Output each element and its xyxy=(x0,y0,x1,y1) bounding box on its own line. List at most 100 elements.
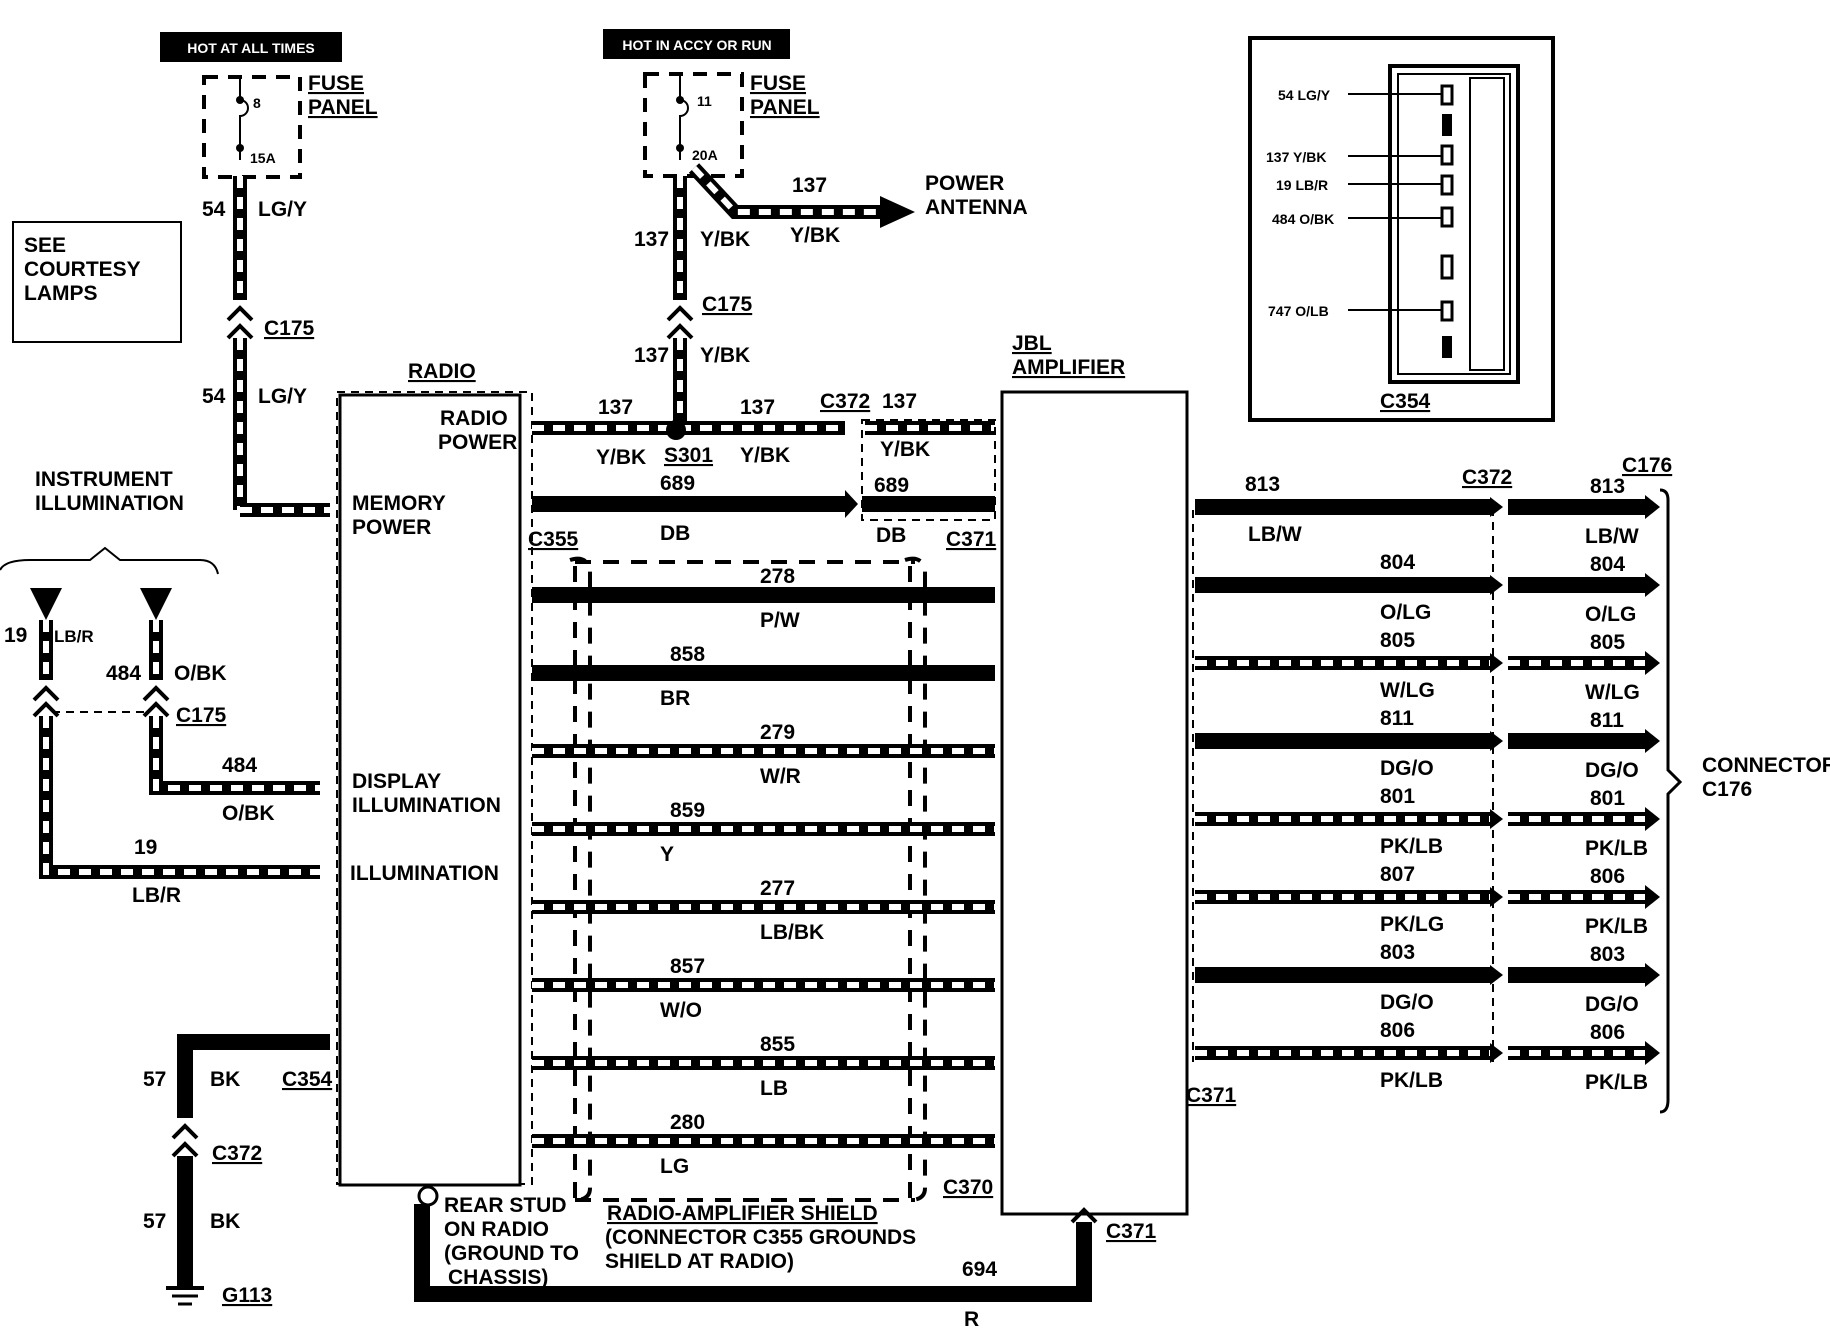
memory-power-1: MEMORY xyxy=(352,492,446,515)
speaker-wire-bundle: 278P/W858BR279W/R859Y277LB/BK857W/O855LB… xyxy=(532,556,995,1202)
illum-arrow-19 xyxy=(30,588,62,620)
fuse-8-group: HOT AT ALL TIMES 8 15A FUSE PANEL xyxy=(160,32,378,179)
speaker-wire-color: W/O xyxy=(660,999,702,1022)
wire-694: 694 R C371 REAR STUD ON RADIO (GROUND TO… xyxy=(414,1185,1157,1328)
hot-in-accy-banner xyxy=(603,29,790,59)
output-wire-color-right: LB/W xyxy=(1585,525,1639,548)
output-wire-color-left: PK/LB xyxy=(1380,835,1443,858)
fuse-8-box xyxy=(202,75,302,179)
w137-num-b: 137 xyxy=(792,174,827,197)
speaker-wire-number: 277 xyxy=(760,877,795,900)
output-wire-color-right: DG/O xyxy=(1585,993,1639,1016)
c372-b: C372 xyxy=(1462,466,1512,489)
w54-number-2: 54 xyxy=(202,385,226,408)
wire-57: 57 BK C354 C372 57 BK G113 xyxy=(143,1034,333,1307)
c176-arrow xyxy=(1645,651,1660,675)
w137-col-b: Y/BK xyxy=(790,224,840,247)
rear-stud-4: CHASSIS) xyxy=(448,1266,548,1289)
inset-pin-5: 747 O/LB xyxy=(1268,303,1329,319)
w54-number: 54 xyxy=(202,198,226,221)
wire-137-vertical: 137 Y/BK 137 Y/BK POWER ANTENNA C175 137… xyxy=(634,163,1028,430)
output-wire-number-left: 813 xyxy=(1245,473,1280,496)
splice-s301 xyxy=(666,420,686,440)
c176-bracket xyxy=(1659,488,1683,1114)
fuse-8-number: 8 xyxy=(253,95,261,111)
w19-num-b: 19 xyxy=(134,836,157,859)
rear-stud-icon xyxy=(417,1185,439,1207)
speaker-wire-color: P/W xyxy=(760,609,800,632)
w54-color: LG/Y xyxy=(258,198,307,221)
c355: C355 xyxy=(528,528,579,551)
w137-col-e: Y/BK xyxy=(740,444,790,467)
c371-b: C371 xyxy=(1186,1084,1237,1107)
w484-col-b: O/BK xyxy=(222,802,275,825)
fuse-11-amp: 20A xyxy=(692,147,718,163)
w137-num-e: 137 xyxy=(740,396,775,419)
fuse-panel-1-line2: PANEL xyxy=(308,96,378,119)
illum-arrow-484 xyxy=(140,588,172,620)
output-wire-number-right: 806 xyxy=(1590,1021,1625,1044)
output-wire-color-left: W/LG xyxy=(1380,679,1435,702)
c176-arrow xyxy=(1645,1041,1660,1065)
w19-num: 19 xyxy=(4,624,27,647)
speaker-wire-color: BR xyxy=(660,687,690,710)
speaker-wire-number: 855 xyxy=(760,1033,795,1056)
db-b: DB xyxy=(876,524,906,547)
w137-num-g: 137 xyxy=(882,390,917,413)
instrument-bracket xyxy=(0,546,219,575)
wire-19: 19 LB/R 19 LB/R xyxy=(4,620,320,907)
speaker-wire-color: LB/BK xyxy=(760,921,824,944)
speaker-wire-number: 278 xyxy=(760,565,795,588)
inset-pin-2: 137 Y/BK xyxy=(1266,149,1326,165)
output-wire-color-left: DG/O xyxy=(1380,757,1434,780)
g113: G113 xyxy=(222,1284,272,1307)
instrument-illum-1: INSTRUMENT xyxy=(35,468,173,491)
instrument-illum-2: ILLUMINATION xyxy=(35,492,184,515)
w19-col: LB/R xyxy=(54,627,94,646)
c176: C176 xyxy=(1622,454,1672,477)
output-wire-number-right: 805 xyxy=(1590,631,1625,654)
inset-pin-4: 484 O/BK xyxy=(1272,211,1334,227)
db-a: DB xyxy=(660,522,690,545)
output-wire-color-right: DG/O xyxy=(1585,759,1639,782)
output-wire-color-left: LB/W xyxy=(1248,523,1302,546)
c176-arrow xyxy=(1645,573,1660,597)
c176-arrow xyxy=(1645,807,1660,831)
output-wire-number-right: 806 xyxy=(1590,865,1625,888)
c371-c: C371 xyxy=(1106,1220,1157,1243)
output-wires: 813LB/W813LB/W804O/LG804O/LG805W/LG805W/… xyxy=(1195,473,1660,1094)
see-courtesy-box xyxy=(12,221,182,343)
see-courtesy-3: LAMPS xyxy=(24,282,98,305)
output-wire-number-left: 804 xyxy=(1380,551,1415,574)
c371-a: C371 xyxy=(946,528,997,551)
illumination-label: ILLUMINATION xyxy=(350,862,499,885)
power-antenna-2: ANTENNA xyxy=(925,196,1028,219)
speaker-wire-color: LB xyxy=(760,1077,788,1100)
c175-c: C175 xyxy=(176,704,227,727)
fuse-11-number: 11 xyxy=(697,93,712,109)
output-wire-number-left: 806 xyxy=(1380,1019,1415,1042)
speaker-wire-number: 280 xyxy=(670,1111,705,1134)
output-wire-color-right: PK/LB xyxy=(1585,915,1648,938)
output-wire-color-left: DG/O xyxy=(1380,991,1434,1014)
fuse-panel-2-line1: FUSE xyxy=(750,72,806,95)
w57-col-b: BK xyxy=(210,1210,240,1233)
output-wire-color-right: PK/LB xyxy=(1585,1071,1648,1094)
w137-col-a: Y/BK xyxy=(700,228,750,251)
c372-c: C372 xyxy=(212,1142,262,1165)
c176-arrow xyxy=(1645,495,1660,519)
hot-at-all-times-banner xyxy=(160,32,342,62)
w57-col: BK xyxy=(210,1068,240,1091)
display-illum-2: ILLUMINATION xyxy=(352,794,501,817)
inset-connector-label: C354 xyxy=(1380,390,1431,413)
radio-power-1: RADIO xyxy=(440,407,508,430)
shield-note-2: (CONNECTOR C355 GROUNDS xyxy=(605,1226,916,1249)
w484-col: O/BK xyxy=(174,662,227,685)
